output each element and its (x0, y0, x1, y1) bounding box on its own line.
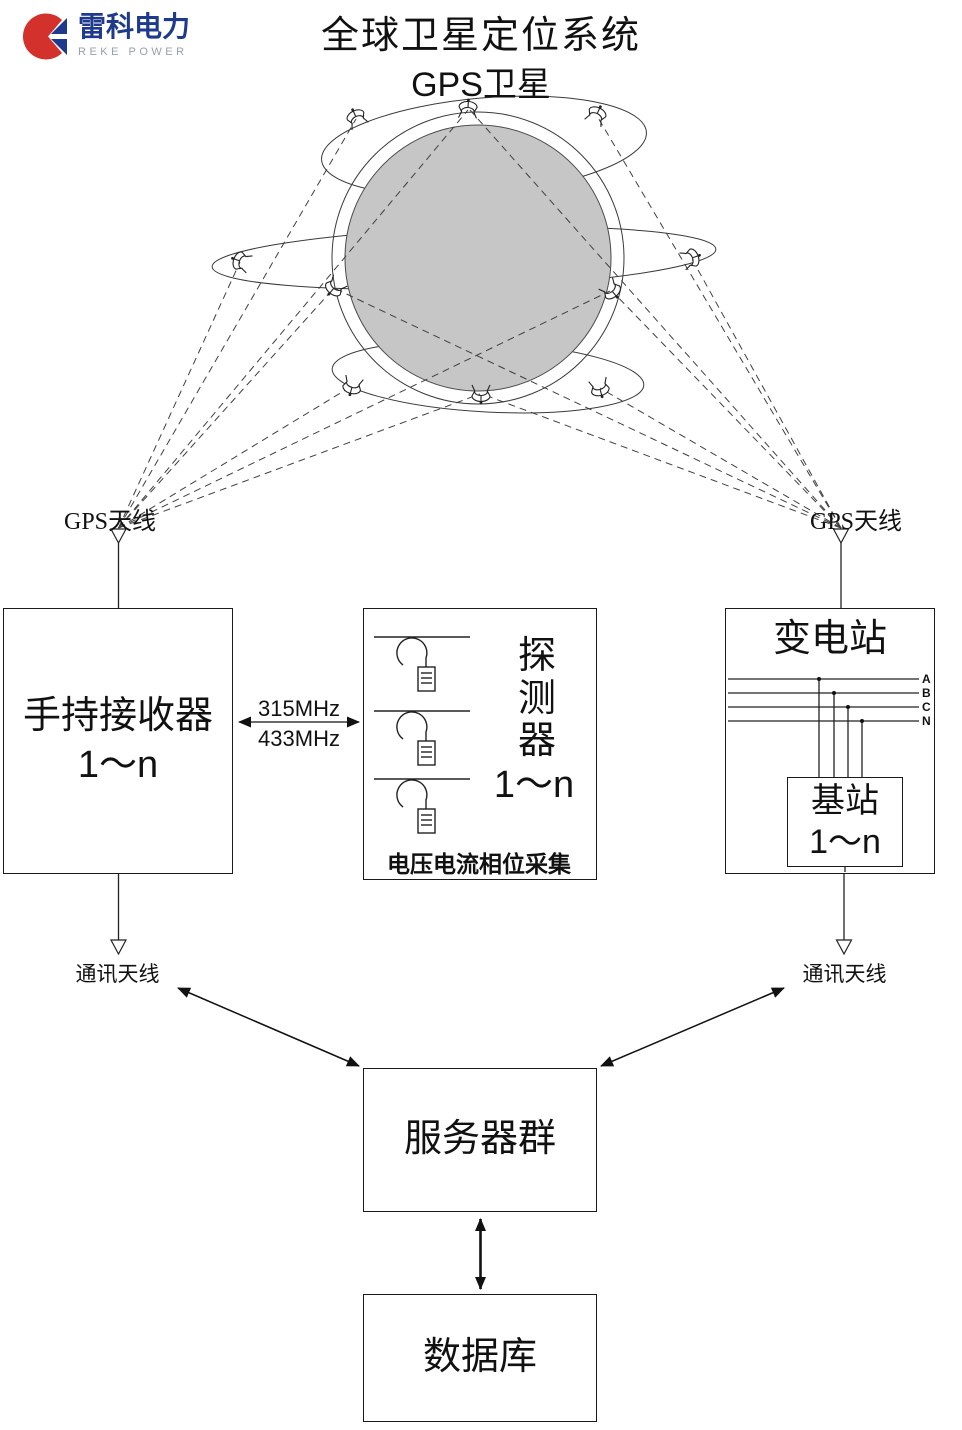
substation-title: 变电站 (772, 618, 887, 660)
base-station-title: 基站 (811, 782, 879, 821)
base-station-box: 基站 1～n (787, 777, 903, 867)
current-clamp-sensor-icon (373, 636, 471, 692)
satellite-icon (340, 374, 364, 399)
satellite-icon (227, 248, 254, 274)
phase-label-b: B (922, 686, 931, 700)
page-title: 全球卫星定位系统 (320, 15, 641, 57)
database-title: 数据库 (422, 1336, 537, 1379)
receiver-range: 1～n (77, 744, 159, 786)
gps-signal-lines (118, 109, 842, 529)
gps-satellite-label: GPS卫星 (411, 66, 551, 104)
receiver-title: 手持接收器 (22, 694, 213, 737)
satellite-icon (588, 376, 612, 401)
comm-server-arrow-right (600, 987, 785, 1067)
server-title: 服务器群 (403, 1118, 556, 1161)
comm-antenna-right-label: 通讯天线 (802, 962, 887, 986)
phase-label-c: C (922, 700, 931, 714)
detector-title: 探测器 (517, 635, 556, 763)
comm-server-arrow-left (177, 987, 360, 1067)
gps-antenna-right-label: GPS天线 (809, 509, 903, 535)
logo-text: 雷科电力 REKE POWER (78, 11, 191, 58)
gps-antenna-left-icon (109, 528, 128, 608)
substation-bus-lines: A B C N (728, 672, 931, 872)
current-clamp-sensor-icon (373, 778, 471, 834)
detector-caption: 电压电流相位采集 (387, 851, 571, 877)
gps-antenna-right-icon (832, 528, 850, 608)
freq-315-label: 315MHz (258, 696, 340, 721)
brand-name: 雷科电力 (78, 11, 191, 42)
phase-label-a: A (922, 672, 931, 686)
brand-subtitle: REKE POWER (78, 45, 188, 58)
receiver-box: 手持接收器 1～n (3, 608, 233, 874)
gps-antenna-left-label: GPS天线 (63, 509, 157, 535)
comm-antenna-left-label: 通讯天线 (75, 962, 160, 986)
logo: 雷科电力 REKE POWER (22, 11, 191, 60)
base-station-range: 1～n (809, 823, 881, 861)
server-box: 服务器群 (363, 1068, 597, 1212)
reke-power-logo-icon (22, 13, 67, 60)
database-box: 数据库 (363, 1294, 597, 1422)
phase-label-n: N (922, 714, 931, 728)
comm-antenna-right-icon (835, 874, 853, 956)
satellite-icon (678, 245, 705, 271)
substation-box: 变电站 A B C N (725, 608, 935, 874)
comm-antenna-left-icon (109, 874, 128, 956)
freq-433-label: 433MHz (258, 726, 340, 751)
detector-range: 1～n (493, 764, 575, 806)
current-clamp-sensor-icon (373, 710, 471, 766)
globe-icon (344, 124, 612, 392)
globe-ring-icon (331, 111, 625, 405)
detector-box: 探测器 1～n 电压电流相位采集 (363, 608, 597, 880)
